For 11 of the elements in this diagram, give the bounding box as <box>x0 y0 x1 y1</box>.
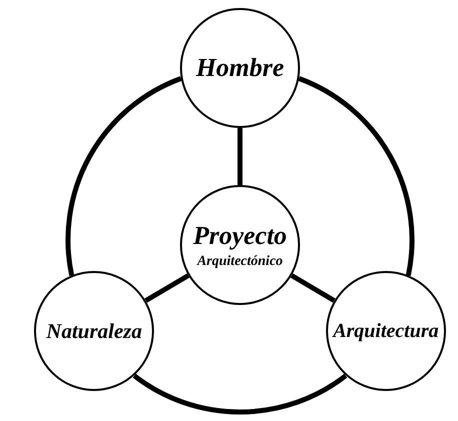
connector-line <box>238 128 242 185</box>
connector-line <box>66 76 182 276</box>
concept-label: Proyecto <box>193 220 287 252</box>
concept-label: Arquitectura <box>333 318 439 344</box>
connector-line <box>132 374 348 414</box>
concept-label: Naturaleza <box>46 318 142 344</box>
concept-label: Hombre <box>196 52 284 84</box>
concept-label: Arquitectónico <box>197 252 283 270</box>
connector-line <box>298 76 414 276</box>
connector-line <box>290 273 336 303</box>
connector-line <box>144 273 190 303</box>
